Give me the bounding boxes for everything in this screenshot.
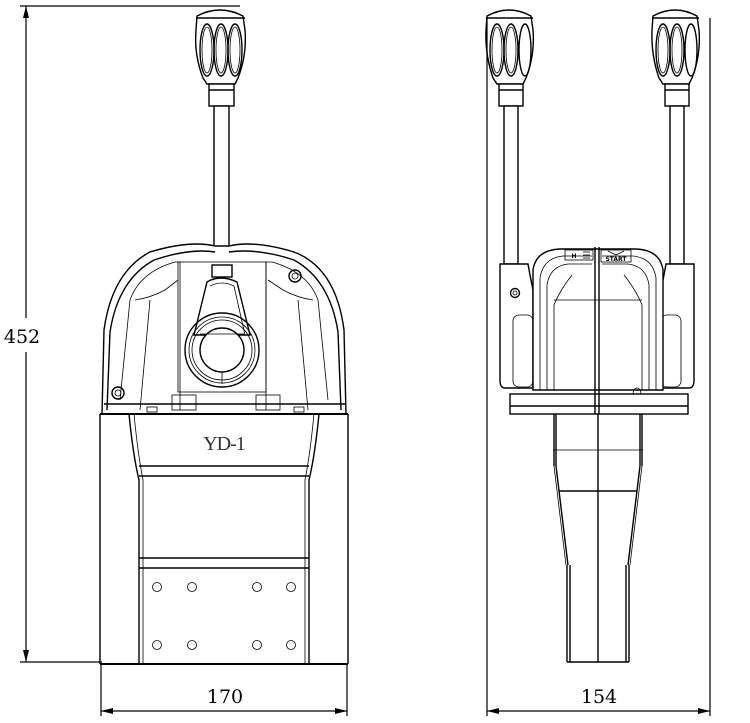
- indicator-label-left: H: [571, 253, 576, 260]
- width-dimension-front-label: 170: [207, 686, 243, 708]
- screw-icon: [288, 269, 302, 283]
- screw-icon: [509, 287, 521, 299]
- front-lever-shaft: [213, 105, 230, 267]
- front-view: YD-1 452: [4, 5, 349, 716]
- side-lever-shaft-right: [669, 105, 685, 265]
- side-lever-shaft-left: [503, 105, 519, 265]
- side-housing: H START: [499, 247, 695, 415]
- side-handle-knob-right: [651, 9, 701, 107]
- height-dimension: 452: [4, 5, 240, 663]
- side-handle-knob-left: [485, 9, 535, 107]
- width-dimension-front: 170: [100, 664, 348, 716]
- width-dimension-side: 154: [486, 18, 711, 716]
- screw-icon: [111, 386, 125, 400]
- indicator-label-right: START: [605, 256, 627, 263]
- mounting-holes: [152, 582, 296, 650]
- width-dimension-side-label: 154: [581, 686, 617, 708]
- side-view: H START: [485, 9, 711, 716]
- front-handle-knob: [194, 9, 247, 107]
- height-dimension-label: 452: [4, 326, 40, 348]
- side-lower-body: [553, 414, 643, 663]
- model-label: YD-1: [203, 433, 245, 455]
- front-lower-body: YD-1: [99, 413, 349, 665]
- front-lever-hub: [184, 264, 260, 388]
